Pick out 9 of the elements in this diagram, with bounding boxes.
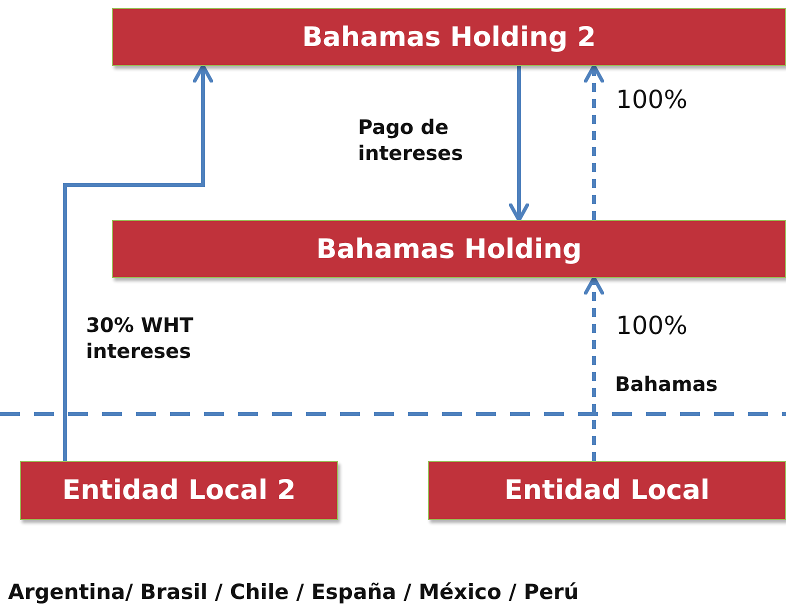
entity-box: Bahamas Holding 2 bbox=[112, 8, 786, 66]
entity-box: Entidad Local 2 bbox=[20, 461, 338, 520]
arrow bbox=[584, 64, 604, 220]
arrow bbox=[63, 64, 214, 461]
country-list: Argentina/ Brasil / Chile / España / México / Perú bbox=[8, 580, 579, 604]
entity-box: Entidad Local bbox=[428, 461, 786, 520]
entity-box: Bahamas Holding bbox=[112, 220, 786, 278]
arrow bbox=[584, 276, 604, 461]
arrow bbox=[508, 66, 530, 222]
